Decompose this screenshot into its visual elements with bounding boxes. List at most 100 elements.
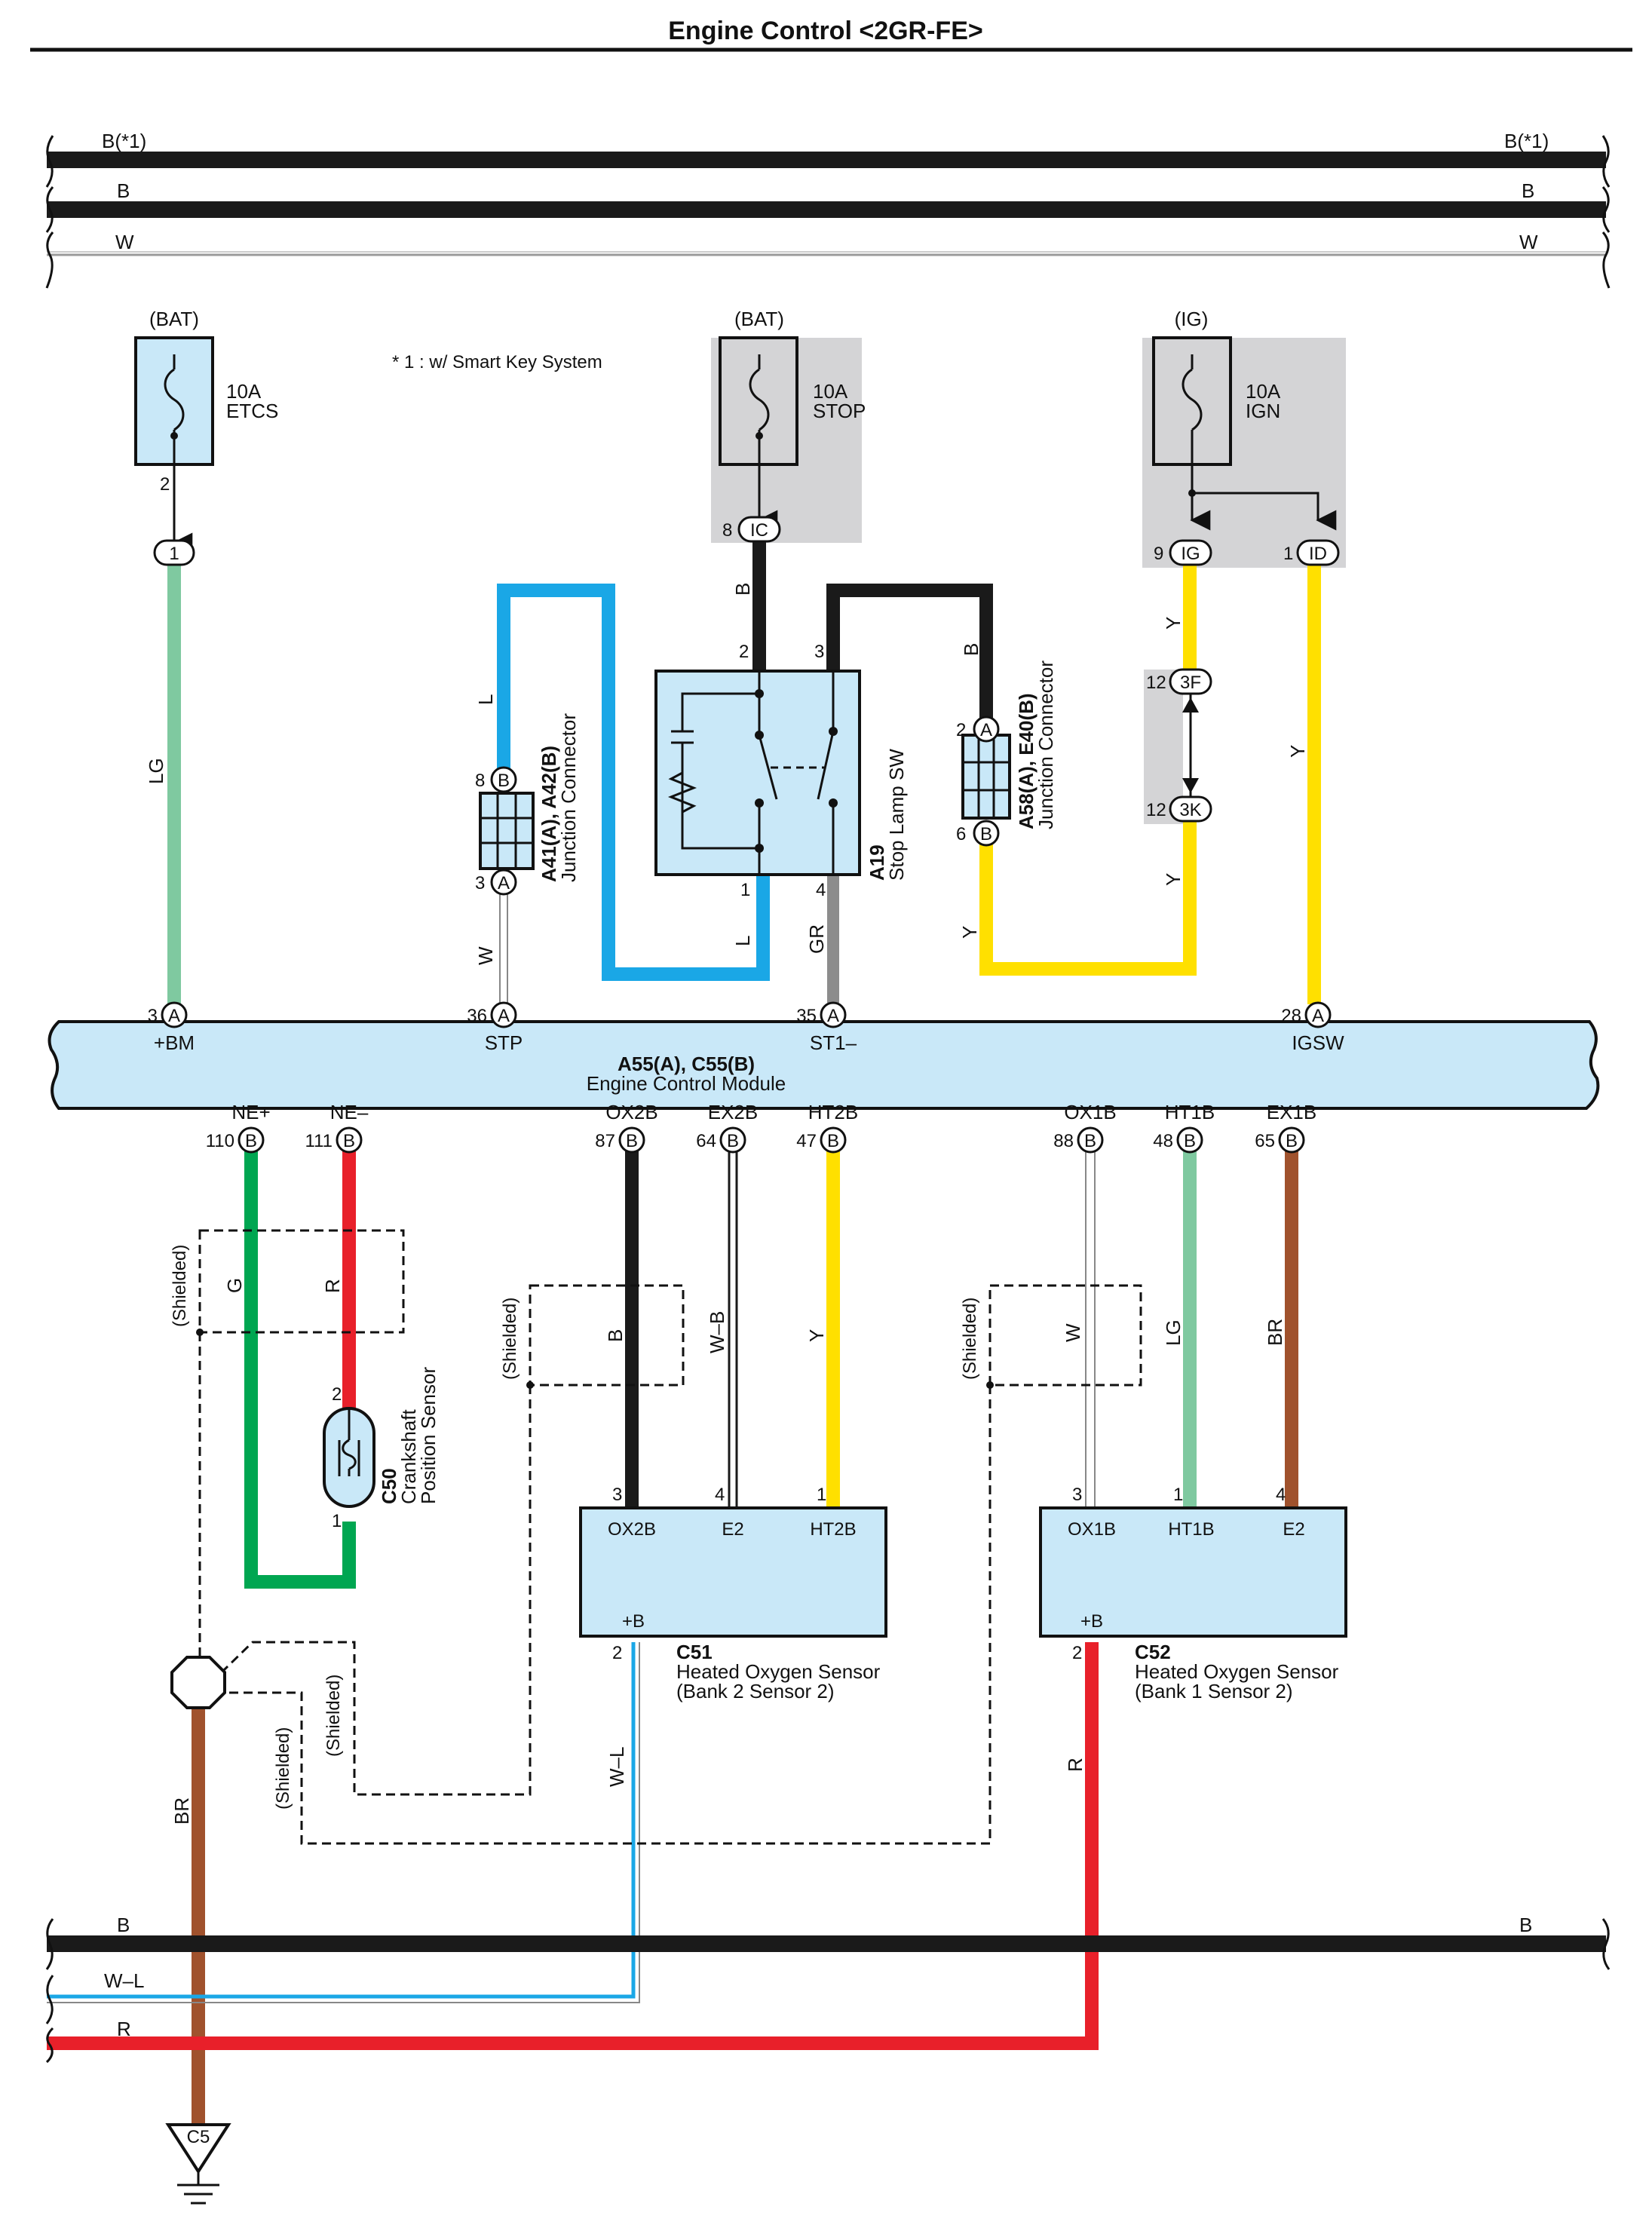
ecm-pin-bottom-3-number: 64: [696, 1131, 716, 1151]
ecm-pin-bottom-7-terminal: [1278, 1126, 1305, 1154]
label-br-ex1b: BR: [1264, 1319, 1286, 1346]
label-g: G: [223, 1278, 246, 1293]
connector-ic-pin: 8: [722, 520, 732, 541]
label-y-a58: Y: [958, 926, 981, 939]
bottom-bus-label-b-right: B: [1519, 1914, 1532, 1936]
label-w-ox1b: W: [1062, 1323, 1084, 1342]
svg-text:+B: +B: [1080, 1611, 1103, 1632]
junction-a41-id: A41(A), A42(B): [538, 746, 560, 882]
label-l: L: [474, 694, 497, 705]
c52-sub: (Bank 1 Sensor 2): [1135, 1680, 1293, 1702]
svg-text:8: 8: [475, 771, 485, 791]
fuse-ign-source: (IG): [1175, 308, 1209, 330]
shielded-label-1: (Shielded): [170, 1245, 190, 1327]
label-y-id: Y: [1286, 745, 1309, 758]
label-b-ic: B: [731, 583, 754, 596]
bottom-bus-break-right: [1601, 1918, 1611, 1970]
ecm-id: A55(A), C55(B): [618, 1053, 755, 1075]
ecm-pin-top-3-terminal: [1304, 1001, 1332, 1028]
wire-color-labels: LG L W L GR B B Y Y Y Y G R B W–B Y W LG…: [145, 583, 1309, 1825]
bottom-bus: B B W–L R: [45, 1914, 1611, 2064]
svg-text:1: 1: [169, 544, 179, 564]
bottom-bus-label-wl: W–L: [104, 1969, 144, 1992]
svg-text:IG: IG: [1181, 544, 1200, 564]
svg-text:1: 1: [817, 1485, 826, 1505]
shield-box-ox1b: [988, 1284, 1142, 1387]
ecm-pin-bottom-2-terminal: [618, 1126, 645, 1154]
connector-id-pin: 1: [1283, 544, 1293, 564]
connector-ic: [737, 516, 781, 543]
wire-g-ne: [244, 1146, 356, 1589]
ecm-pin-bottom-2-label: OX2B: [605, 1101, 657, 1123]
resistor-icon: [667, 771, 697, 814]
shielded-label-4: (Shielded): [323, 1675, 344, 1757]
fuse-stop: (BAT) 10A STOP: [719, 308, 866, 531]
bus-break-right: [1601, 135, 1611, 289]
connector-3f-pin: 12: [1146, 673, 1166, 693]
svg-text:3F: 3F: [1180, 673, 1201, 693]
label-wb: W–B: [706, 1311, 728, 1353]
label-b-ox2b: B: [604, 1329, 627, 1342]
svg-text:2: 2: [332, 1384, 342, 1405]
svg-text:HT1B: HT1B: [1168, 1519, 1214, 1540]
bus-label-b-star-right: B(*1): [1504, 130, 1549, 152]
fuse-etcs-source: (BAT): [149, 308, 199, 330]
connector-id: [1296, 539, 1340, 566]
svg-text:IC: IC: [750, 520, 768, 541]
arrow-up-icon: [1182, 697, 1199, 713]
svg-text:3K: 3K: [1179, 800, 1201, 820]
svg-text:A: A: [980, 720, 992, 740]
label-lg-ht1b: LG: [1162, 1319, 1185, 1346]
ecm-pin-bottom-1-letter: B: [343, 1131, 355, 1151]
fuse-icon: [749, 368, 770, 431]
svg-text:B: B: [498, 771, 510, 791]
ecm-pin-top-3-number: 28: [1281, 1006, 1301, 1026]
ecm-bottom-pins: B110NE+B111NE–B87OX2BB64EX2BB47HT2BB88OX…: [206, 1101, 1316, 1154]
ecm-pin-bottom-3-terminal: [719, 1126, 746, 1154]
shielded-label-2: (Shielded): [500, 1298, 520, 1380]
svg-text:E2: E2: [722, 1519, 743, 1540]
ecm-pin-bottom-2-number: 87: [595, 1131, 615, 1151]
page-title: Engine Control <2GR-FE>: [668, 17, 982, 45]
label-l2: L: [731, 936, 754, 946]
svg-text:1: 1: [740, 880, 750, 900]
ecm-pin-bottom-1-number: 111: [305, 1131, 333, 1151]
crankshaft-sensor: 2 1 C50 Crankshaft Position Sensor: [323, 1367, 440, 1531]
ecm-pin-top-2-terminal: [820, 1001, 847, 1028]
label-br-gnd: BR: [170, 1797, 193, 1825]
shields: [198, 1229, 1142, 1845]
ecm-pin-bottom-6-number: 48: [1153, 1131, 1173, 1151]
junction-a58: A 2 B 6 A58(A), E40(B) Junction Connecto…: [956, 660, 1057, 847]
connector-pills: 1 IC 8 IG 9 ID 1 3F 12 3K 12: [153, 516, 1340, 823]
wire-y-a58: [979, 818, 1197, 976]
connector-ig-pin: 9: [1154, 544, 1163, 564]
ecm-pin-bottom-7-number: 65: [1255, 1131, 1275, 1151]
fuse-ign-name: IGN: [1246, 400, 1280, 422]
label-w: W: [474, 946, 497, 965]
fuse-etcs-pin: 2: [160, 474, 170, 495]
svg-text:2: 2: [612, 1643, 622, 1663]
c51-oxygen-sensor: OX2B E2 HT2B +B 3 4 1 2 C51 Heated Oxyge…: [579, 1485, 887, 1702]
ecm-pin-top-3-label: IGSW: [1292, 1031, 1344, 1054]
ecm-pin-top-3-letter: A: [1312, 1006, 1324, 1026]
ecm-pin-bottom-5-label: OX1B: [1064, 1101, 1116, 1123]
svg-text:E2: E2: [1283, 1519, 1304, 1540]
ecm-pin-bottom-6-terminal: [1176, 1126, 1203, 1154]
svg-text:A: A: [498, 873, 510, 893]
svg-text:3: 3: [814, 642, 824, 662]
bus-break-left: [45, 135, 54, 289]
crank-name-2: Position Sensor: [417, 1367, 440, 1504]
svg-text:1: 1: [1173, 1485, 1183, 1505]
bus-label-b-right: B: [1522, 179, 1534, 202]
svg-text:B: B: [980, 824, 992, 844]
ecm-pin-top-2-number: 35: [796, 1006, 817, 1026]
ecm-pin-bottom-0-label: NE+: [231, 1101, 270, 1123]
ecm-pin-bottom-6-label: HT1B: [1165, 1101, 1215, 1123]
fuse-icon: [1182, 368, 1203, 431]
switch-contact-icon: [817, 731, 835, 800]
ecm-pin-top-1-letter: A: [498, 1006, 510, 1026]
wire-l: [497, 584, 770, 981]
label-y-ig: Y: [1162, 617, 1185, 630]
c51-sub: (Bank 2 Sensor 2): [676, 1680, 835, 1702]
